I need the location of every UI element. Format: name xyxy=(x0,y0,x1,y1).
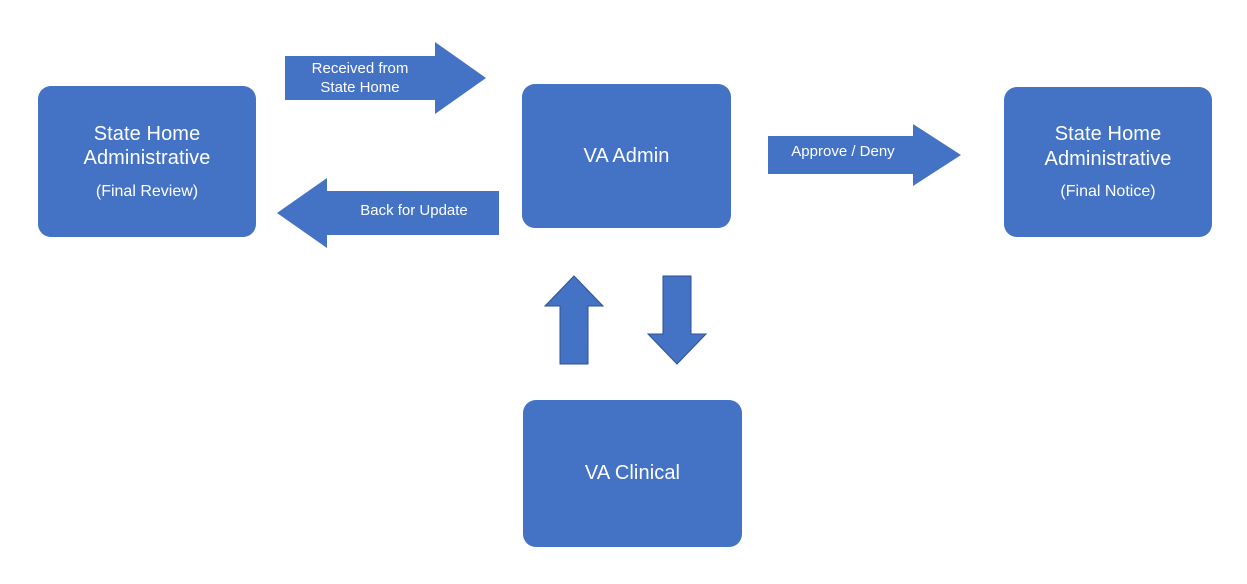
node-state-home-final-review[interactable]: State Home Administrative (Final Review) xyxy=(38,86,256,237)
node-va-admin[interactable]: VA Admin xyxy=(522,84,731,228)
arrow-clinical-to-admin[interactable] xyxy=(543,275,605,365)
arrow-admin-to-clinical[interactable] xyxy=(646,275,708,365)
node-title: VA Admin xyxy=(583,144,670,167)
node-title: State Home Administrative xyxy=(1044,123,1172,170)
node-title: VA Clinical xyxy=(584,462,681,485)
node-subtitle: (Final Review) xyxy=(95,182,199,200)
arrow-received-from-state-home[interactable]: Received from State Home xyxy=(285,42,486,114)
node-title: State Home Administrative xyxy=(83,122,211,170)
arrow-approve-deny[interactable]: Approve / Deny xyxy=(768,124,961,186)
arrow-back-for-update[interactable]: Back for Update xyxy=(277,178,499,248)
node-subtitle: (Final Notice) xyxy=(1060,183,1156,201)
node-va-clinical[interactable]: VA Clinical xyxy=(523,400,742,547)
node-state-home-final-notice[interactable]: State Home Administrative (Final Notice) xyxy=(1004,87,1212,237)
